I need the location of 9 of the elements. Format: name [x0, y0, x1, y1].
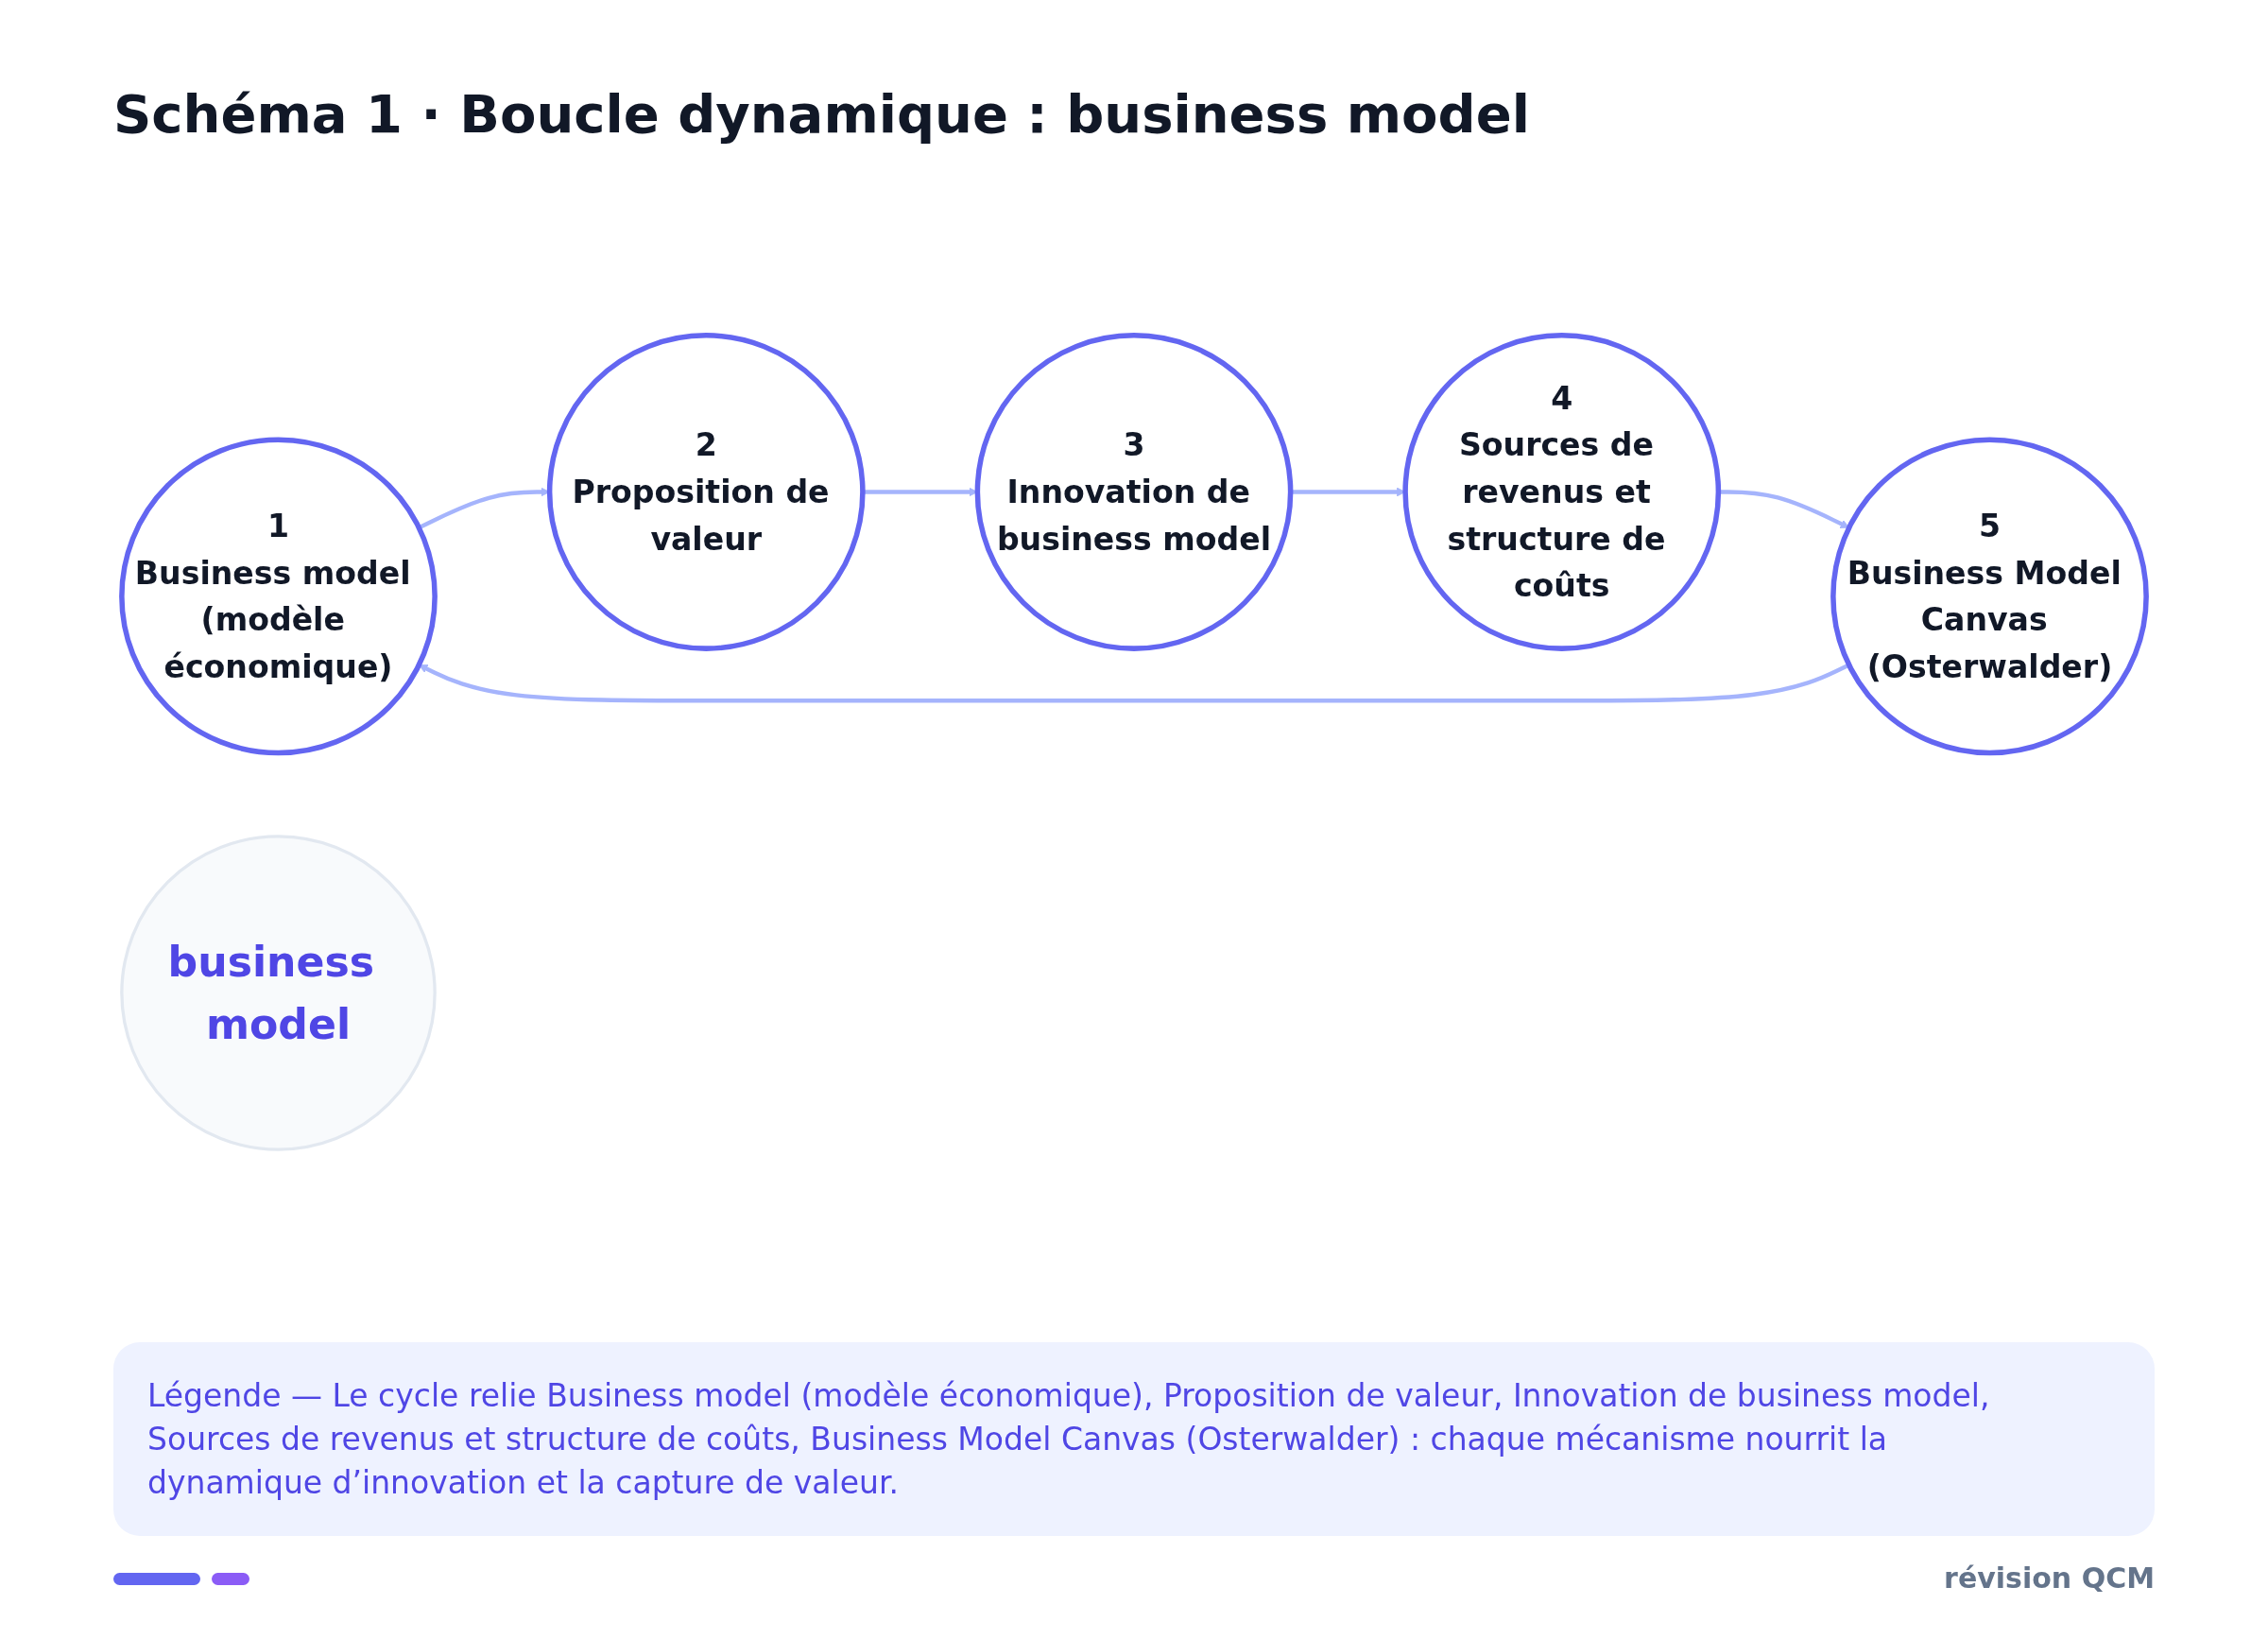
- footer-text: révision QCM: [1944, 1561, 2155, 1595]
- caption-text: Légende — Le cycle relie Business model (modèle économique), Proposition de valeur, Innovation de business model, Sources de revenus et structure de coûts, Business Model Canvas (Osterwalder) : chaque mécanisme nourrit la dynamique d’innovation et la capture de valeur.: [147, 1376, 1991, 1503]
- node-circle: 3 Innovation de business model: [974, 332, 1294, 651]
- node-circle: 2 Proposition de valeur: [546, 332, 866, 651]
- node-circle: 4 Sources de revenus et structure de coûts: [1402, 332, 1722, 651]
- diagram-title: Schéma 1 · Boucle dynamique : business model: [113, 83, 1530, 145]
- node-circle: business model: [120, 834, 437, 1151]
- node-circle: 1 Business model (modèle économique): [119, 437, 438, 755]
- node-circle: 5 Business Model Canvas (Osterwalder): [1830, 437, 2149, 755]
